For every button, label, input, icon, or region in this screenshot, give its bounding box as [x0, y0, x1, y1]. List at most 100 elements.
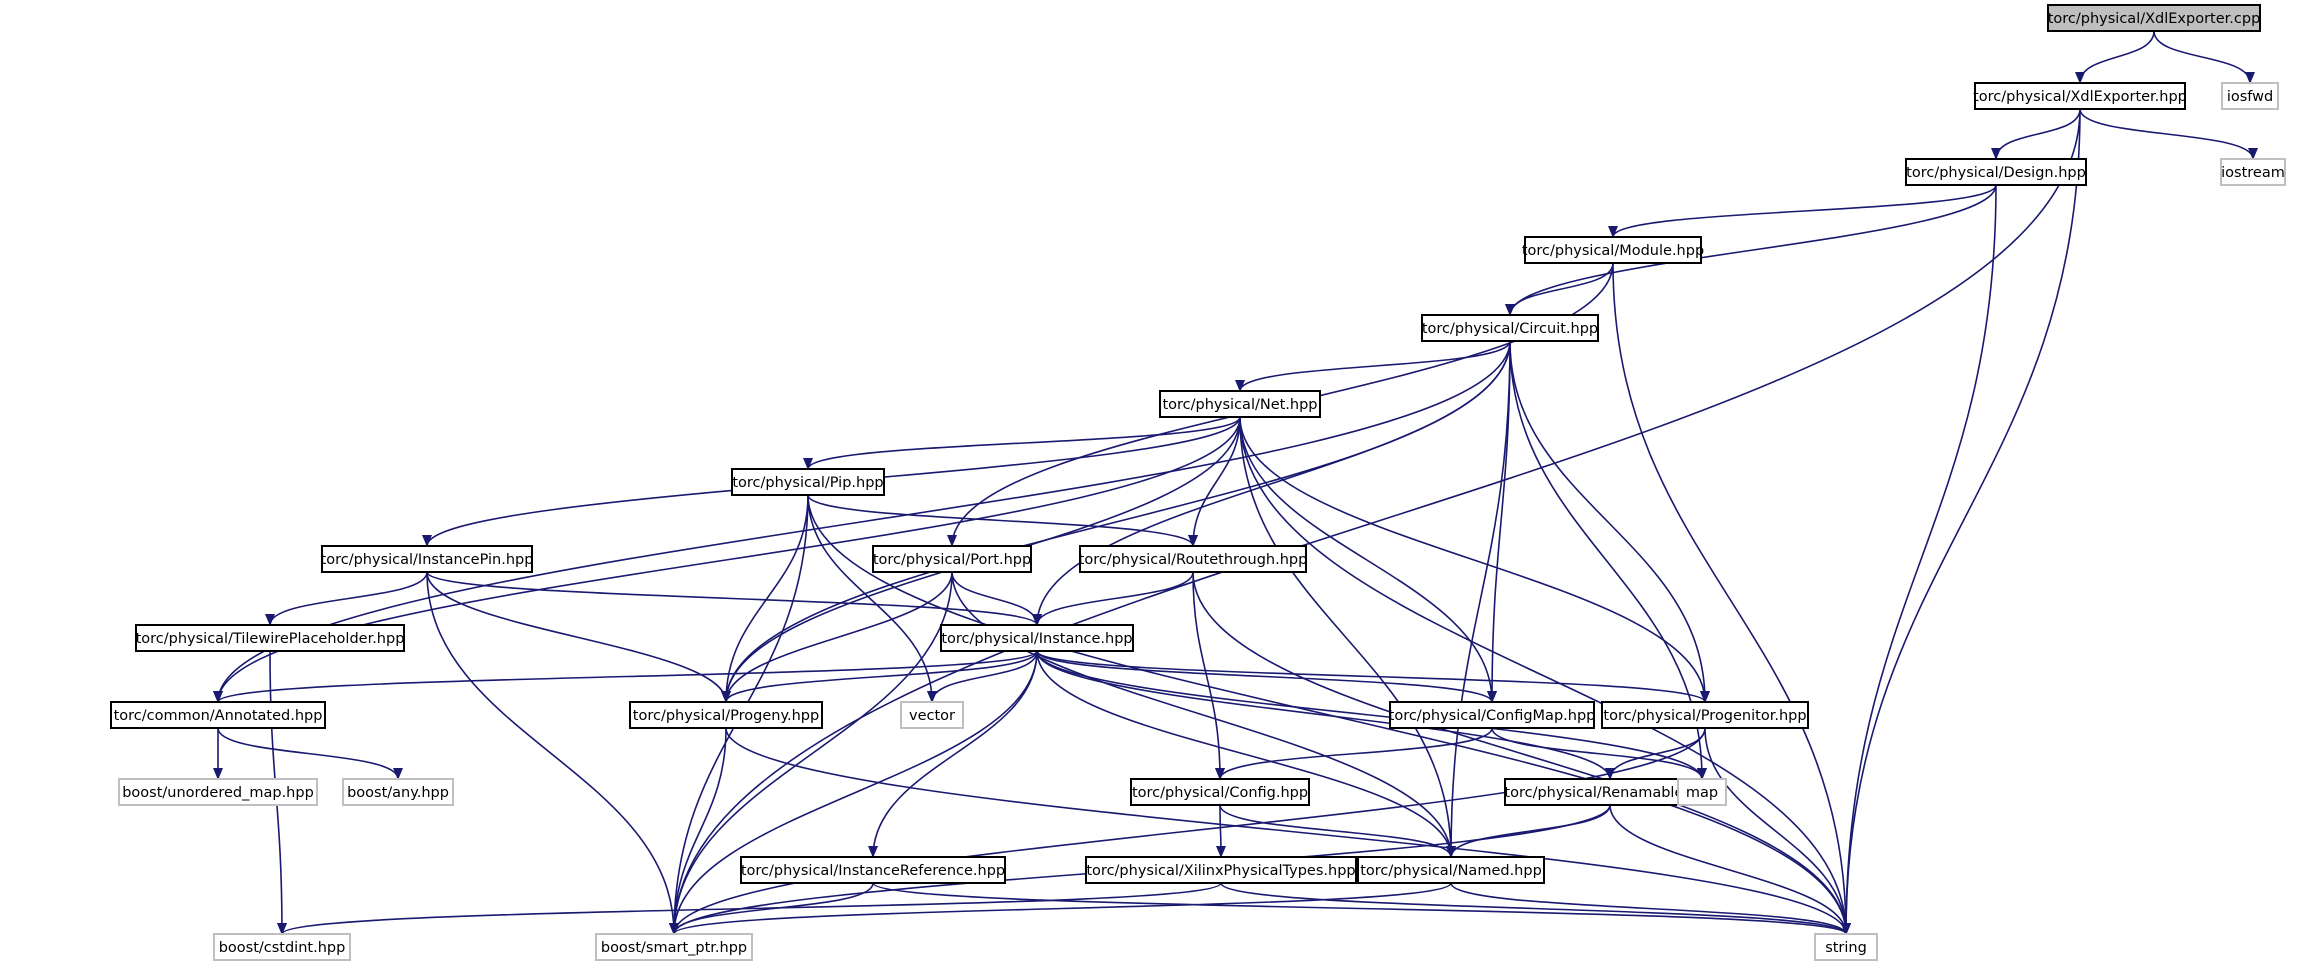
edge-instance_hpp-to-named_hpp: [1036, 650, 1456, 858]
node-module-hpp[interactable]: torc/physical/Module.hpp: [1522, 236, 1704, 264]
node-label: torc/physical/Named.hpp: [1360, 863, 1542, 879]
edge-pip_hpp-to-routethrough_hpp: [807, 494, 1198, 547]
node-routethrough-hpp[interactable]: torc/physical/Routethrough.hpp: [1079, 545, 1308, 573]
edge-routethrough_hpp-to-config_hpp: [1192, 571, 1225, 780]
node-label: torc/physical/Module.hpp: [1522, 243, 1704, 259]
node-named-hpp[interactable]: torc/physical/Named.hpp: [1357, 856, 1545, 884]
node-label: torc/physical/XilinxPhysicalTypes.hpp: [1086, 863, 1355, 879]
node-iostream: iostream: [2220, 158, 2286, 186]
node-label: torc/physical/Config.hpp: [1132, 785, 1308, 801]
edge-instancepin_hpp-to-instance_hpp: [426, 571, 1042, 626]
node-configmap-hpp[interactable]: torc/physical/ConfigMap.hpp: [1389, 701, 1596, 729]
node-label: iosfwd: [2227, 89, 2273, 105]
edge-port_hpp-to-progeny_hpp: [721, 571, 953, 703]
edge-progeny_hpp-to-smart_ptr_hpp: [669, 727, 727, 935]
edge-annotated_hpp-to-any_hpp: [217, 727, 403, 780]
edge-instance_hpp-to-renamable_hpp: [1036, 650, 1615, 780]
edge-progenitor_hpp-to-string: [1704, 727, 1851, 935]
node-instance-hpp[interactable]: torc/physical/Instance.hpp: [940, 624, 1134, 652]
node-smart-ptr-hpp: boost/smart_ptr.hpp: [595, 933, 753, 961]
node-label: torc/physical/Pip.hpp: [732, 475, 883, 491]
edge-design_hpp-to-string: [1841, 184, 1997, 935]
node-label: torc/physical/InstanceReference.hpp: [741, 863, 1005, 879]
edge-instance_hpp-to-map: [1036, 650, 1707, 780]
node-xilinxphysicaltypes-hpp[interactable]: torc/physical/XilinxPhysicalTypes.hpp: [1085, 856, 1357, 884]
node-label: torc/physical/InstancePin.hpp: [321, 552, 534, 568]
edge-pip_hpp-to-vector: [807, 494, 937, 703]
edge-xdlexporter_hpp-to-design_hpp: [1991, 108, 2081, 160]
node-circuit-hpp[interactable]: torc/physical/Circuit.hpp: [1421, 314, 1599, 342]
edge-instance_hpp-to-smart_ptr_hpp: [669, 650, 1038, 935]
edge-pip_hpp-to-string: [807, 494, 1851, 935]
node-label: torc/physical/XdlExporter.cpp: [2048, 11, 2261, 27]
edge-config_hpp-to-named_hpp: [1219, 804, 1456, 858]
node-label: torc/physical/Net.hpp: [1162, 397, 1317, 413]
edge-progenitor_hpp-to-smart_ptr_hpp: [669, 727, 1706, 935]
node-label: boost/cstdint.hpp: [219, 940, 346, 956]
node-label: string: [1825, 940, 1867, 956]
node-config-hpp[interactable]: torc/physical/Config.hpp: [1130, 778, 1310, 806]
edge-renamable_hpp-to-named_hpp: [1446, 804, 1611, 858]
node-label: torc/physical/Routethrough.hpp: [1079, 552, 1308, 568]
edge-instancepin_hpp-to-progeny_hpp: [426, 571, 731, 703]
node-port-hpp[interactable]: torc/physical/Port.hpp: [872, 545, 1032, 573]
node-xdlexporter-hpp[interactable]: torc/physical/XdlExporter.hpp: [1973, 82, 2187, 110]
node-progenitor-hpp[interactable]: torc/physical/Progenitor.hpp: [1601, 701, 1809, 729]
node-any-hpp: boost/any.hpp: [342, 778, 454, 806]
edge-net_hpp-to-progenitor_hpp: [1239, 416, 1710, 703]
node-instancereference-hpp[interactable]: torc/physical/InstanceReference.hpp: [740, 856, 1006, 884]
edge-net_hpp-to-routethrough_hpp: [1188, 416, 1241, 547]
edge-layer: [213, 30, 2258, 935]
node-label: torc/physical/Progenitor.hpp: [1603, 708, 1806, 724]
node-label: torc/physical/Renamable.hpp: [1504, 785, 1715, 801]
node-design-hpp[interactable]: torc/physical/Design.hpp: [1905, 158, 2087, 186]
node-layer: torc/physical/XdlExporter.cpp iosfwd torc/…: [110, 4, 2286, 961]
edge-instance_hpp-to-progenitor_hpp: [1036, 650, 1710, 703]
edge-instance_hpp-to-annotated_hpp: [213, 650, 1038, 703]
edge-port_hpp-to-smart_ptr_hpp: [669, 571, 953, 935]
edge-module_hpp-to-circuit_hpp: [1505, 262, 1614, 316]
node-unordered-map-hpp: boost/unordered_map.hpp: [118, 778, 318, 806]
node-label: torc/physical/ConfigMap.hpp: [1389, 708, 1596, 724]
node-label: torc/common/Annotated.hpp: [114, 708, 323, 724]
edge-xdlexporter_cpp-to-xdlexporter_hpp: [2075, 30, 2155, 84]
node-label: boost/any.hpp: [347, 785, 449, 801]
edge-instance_hpp-to-instancereference_hpp: [868, 650, 1038, 858]
node-label: torc/physical/Port.hpp: [873, 552, 1031, 568]
node-label: torc/physical/Design.hpp: [1906, 165, 2086, 181]
node-progeny-hpp[interactable]: torc/physical/Progeny.hpp: [629, 701, 823, 729]
node-xdlexporter-cpp[interactable]: torc/physical/XdlExporter.cpp: [2047, 4, 2261, 32]
edge-progeny_hpp-to-string: [725, 727, 1851, 935]
edge-port_hpp-to-named_hpp: [951, 571, 1456, 858]
node-label: torc/physical/Progeny.hpp: [633, 708, 819, 724]
edge-progenitor_hpp-to-renamable_hpp: [1605, 727, 1706, 780]
edge-configmap_hpp-to-config_hpp: [1215, 727, 1493, 780]
edge-named_hpp-to-smart_ptr_hpp: [669, 882, 1452, 935]
node-iosfwd: iosfwd: [2221, 82, 2279, 110]
edge-instancepin_hpp-to-tilewireplaceholder_hpp: [265, 571, 428, 626]
node-label: boost/smart_ptr.hpp: [601, 940, 747, 956]
edge-named_hpp-to-string: [1450, 882, 1851, 935]
edge-xilinxphysicaltypes_hpp-to-cstdint_hpp: [277, 882, 1222, 935]
edge-routethrough_hpp-to-string: [1192, 571, 1851, 935]
node-tilewireplaceholder-hpp[interactable]: torc/physical/TilewirePlaceholder.hpp: [135, 624, 405, 652]
edge-configmap_hpp-to-map: [1491, 727, 1707, 780]
node-cstdint-hpp: boost/cstdint.hpp: [213, 933, 351, 961]
edge-xdlexporter_cpp-to-iosfwd: [2153, 30, 2255, 84]
edge-circuit_hpp-to-named_hpp: [1446, 340, 1511, 858]
edge-circuit_hpp-to-net_hpp: [1235, 340, 1511, 392]
edge-xdlexporter_hpp-to-iostream: [2079, 108, 2258, 160]
edge-net_hpp-to-string: [1239, 416, 1851, 935]
edge-net_hpp-to-pip_hpp: [803, 416, 1241, 470]
node-net-hpp[interactable]: torc/physical/Net.hpp: [1159, 390, 1321, 418]
node-pip-hpp[interactable]: torc/physical/Pip.hpp: [731, 468, 885, 496]
edge-design_hpp-to-circuit_hpp: [1505, 184, 1997, 316]
node-instancepin-hpp[interactable]: torc/physical/InstancePin.hpp: [321, 545, 534, 573]
edge-net_hpp-to-configmap_hpp: [1239, 416, 1497, 703]
node-label: boost/unordered_map.hpp: [122, 785, 314, 801]
edge-instance_hpp-to-configmap_hpp: [1036, 650, 1497, 703]
edge-instancereference_hpp-to-string: [872, 882, 1851, 935]
edge-pip_hpp-to-progeny_hpp: [721, 494, 809, 703]
node-annotated-hpp[interactable]: torc/common/Annotated.hpp: [110, 701, 326, 729]
